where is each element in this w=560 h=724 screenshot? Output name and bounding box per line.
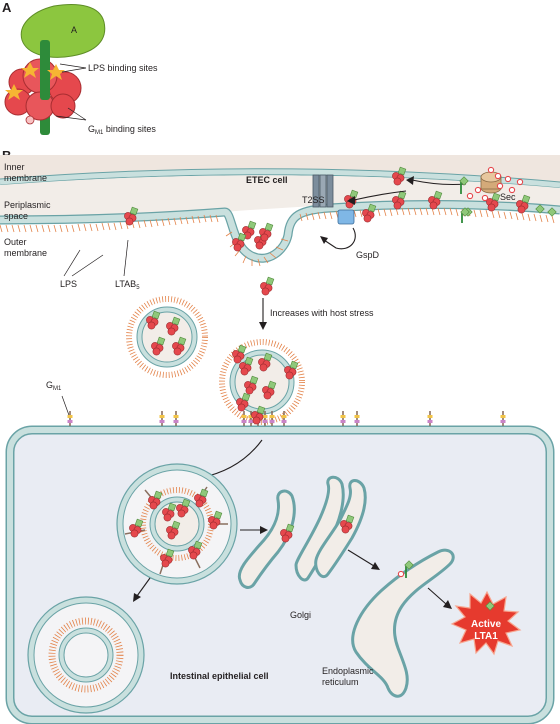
panel-a-letter: A bbox=[2, 0, 12, 15]
gspd-icon bbox=[337, 209, 355, 225]
gm1-binding-sites-label: GM1 binding sites bbox=[88, 124, 156, 136]
omv-vesicle bbox=[126, 296, 208, 378]
lps-fringe bbox=[0, 207, 555, 267]
active-lta1-label-line1: Active bbox=[471, 619, 501, 630]
omv-vesicle bbox=[219, 339, 305, 425]
etec-cell-label: ETEC cell bbox=[246, 175, 288, 185]
gspd-label: GspD bbox=[356, 250, 380, 260]
ltab5-label: LTAB5 bbox=[115, 279, 140, 291]
active-lta1-label-line2: LTA1 bbox=[474, 631, 498, 642]
lps-label: LPS bbox=[60, 279, 77, 289]
golgi bbox=[237, 475, 367, 589]
host-stress-label: Increases with host stress bbox=[270, 308, 374, 318]
golgi-label: Golgi bbox=[290, 610, 311, 620]
recycled-vesicle bbox=[27, 596, 145, 714]
ltb-monomer bbox=[459, 176, 470, 223]
active-lta1-burst-icon bbox=[450, 590, 522, 656]
subunit-a-label: A bbox=[71, 25, 77, 35]
endosome bbox=[116, 463, 238, 585]
sec-label: Sec bbox=[500, 192, 516, 202]
gm1-label: GM1 bbox=[46, 380, 62, 392]
endoplasmic-reticulum bbox=[351, 548, 455, 698]
lps-binding-sites-label: LPS binding sites bbox=[88, 63, 158, 73]
t2ss-channel-icon bbox=[312, 174, 334, 208]
intestinal-cell-label: Intestinal epithelial cell bbox=[170, 671, 269, 681]
ab5-toxin-icon bbox=[4, 4, 106, 135]
t2ss-label: T2SS bbox=[302, 195, 325, 205]
